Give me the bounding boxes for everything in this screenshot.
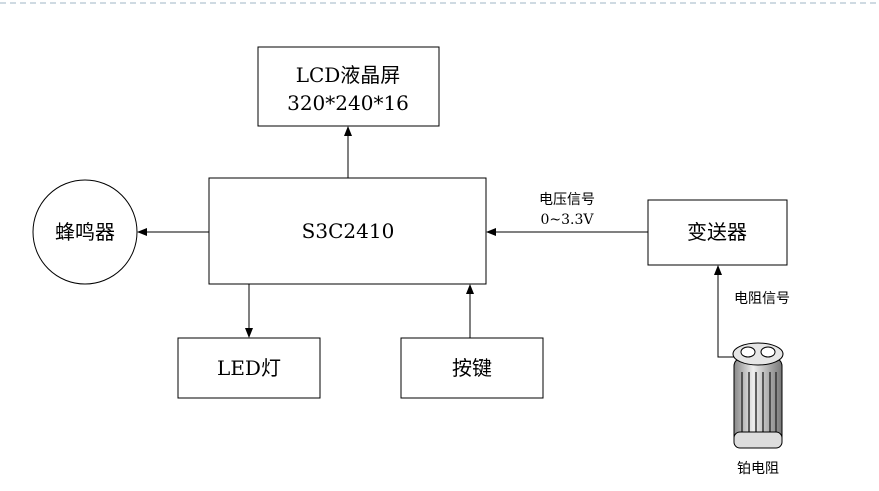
transmitter-box: 变送器: [647, 199, 788, 266]
lcd-box: LCD液晶屏 320*240*16: [257, 46, 440, 127]
buzzer-label: 蜂鸣器: [55, 220, 115, 244]
lcd-label: LCD液晶屏: [296, 63, 401, 87]
led-label: LED灯: [217, 356, 281, 380]
platinum-resistor-label: 铂电阻: [737, 461, 779, 477]
voltage-signal-label: 电压信号: [539, 192, 595, 208]
led-box: LED灯: [177, 337, 321, 399]
keys-label: 按键: [452, 356, 492, 380]
arrow-resistor-to-transmitter: [714, 265, 736, 358]
resistance-signal-label: 电阻信号: [734, 291, 790, 307]
cpu-box: S3C2410: [208, 177, 487, 285]
platinum-resistor-icon: [732, 342, 784, 449]
lcd-resolution: 320*240*16: [287, 91, 409, 115]
keys-box: 按键: [400, 337, 544, 399]
cpu-label: S3C2410: [302, 219, 395, 243]
voltage-range-label: 0~3.3V: [540, 212, 594, 228]
buzzer-node: 蜂鸣器: [32, 179, 138, 285]
transmitter-label: 变送器: [687, 220, 747, 244]
